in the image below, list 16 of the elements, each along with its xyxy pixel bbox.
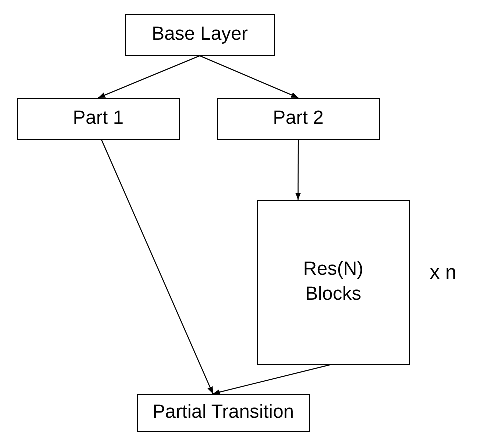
arrow — [296, 140, 302, 200]
box-label: Part 1 — [73, 106, 124, 131]
process-box — [17, 98, 180, 140]
box-label: Part 2 — [273, 106, 324, 131]
arrow — [200, 56, 299, 98]
process-box — [217, 98, 380, 140]
repeat-label: x n — [430, 262, 457, 285]
arrow — [98, 56, 200, 98]
arrow — [212, 364, 331, 396]
box-label: Res(N) Blocks — [302, 258, 365, 306]
arrow — [101, 140, 214, 394]
process-box — [257, 200, 410, 365]
process-box — [125, 14, 275, 56]
process-box — [137, 394, 310, 432]
box-label: Base Layer — [152, 22, 248, 47]
box-label: Partial Transition — [152, 400, 294, 425]
